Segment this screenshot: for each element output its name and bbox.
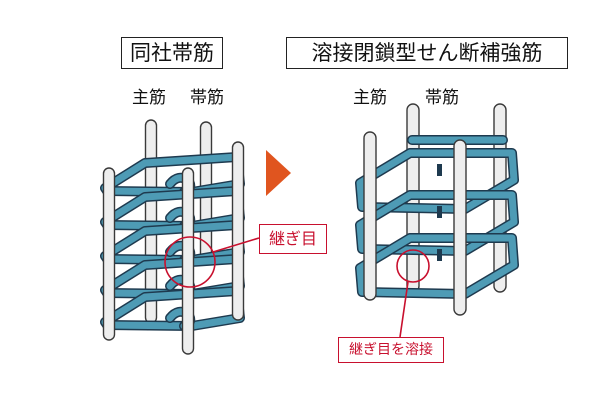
left-front-main-bar-1 bbox=[102, 167, 116, 341]
left-front-main-bar-2 bbox=[181, 167, 195, 355]
right-weld-mark-1 bbox=[437, 164, 442, 176]
right-weld-mark-2 bbox=[437, 206, 442, 218]
right-main-bar-label: 主筋 bbox=[353, 88, 387, 108]
right-hoop-1 bbox=[355, 148, 519, 214]
right-hoop-2 bbox=[355, 190, 519, 256]
weld-callout: 継ぎ目を溶接 bbox=[338, 337, 444, 363]
triangle-right-icon bbox=[266, 150, 291, 196]
left-main-bar-label: 主筋 bbox=[132, 88, 166, 108]
right-cage bbox=[355, 103, 519, 338]
right-front-main-bar-1 bbox=[363, 131, 377, 301]
joint-callout: 継ぎ目 bbox=[259, 224, 327, 254]
right-weld-mark-3 bbox=[437, 249, 442, 261]
right-hoop-3 bbox=[355, 233, 519, 299]
left-cage bbox=[100, 119, 260, 355]
weld-leader-line bbox=[399, 281, 409, 338]
joint-highlight-circle bbox=[164, 236, 216, 288]
right-front-main-bar-2 bbox=[453, 139, 467, 316]
joint-leader-line bbox=[212, 237, 260, 253]
left-front-main-bar-3 bbox=[231, 141, 245, 321]
weld-highlight-circle bbox=[396, 249, 430, 283]
right-title: 溶接閉鎖型せん断補強筋 bbox=[286, 37, 568, 69]
left-title: 同社帯筋 bbox=[121, 37, 223, 69]
right-hoop-label: 帯筋 bbox=[425, 88, 459, 108]
left-hoop-label: 帯筋 bbox=[190, 88, 224, 108]
